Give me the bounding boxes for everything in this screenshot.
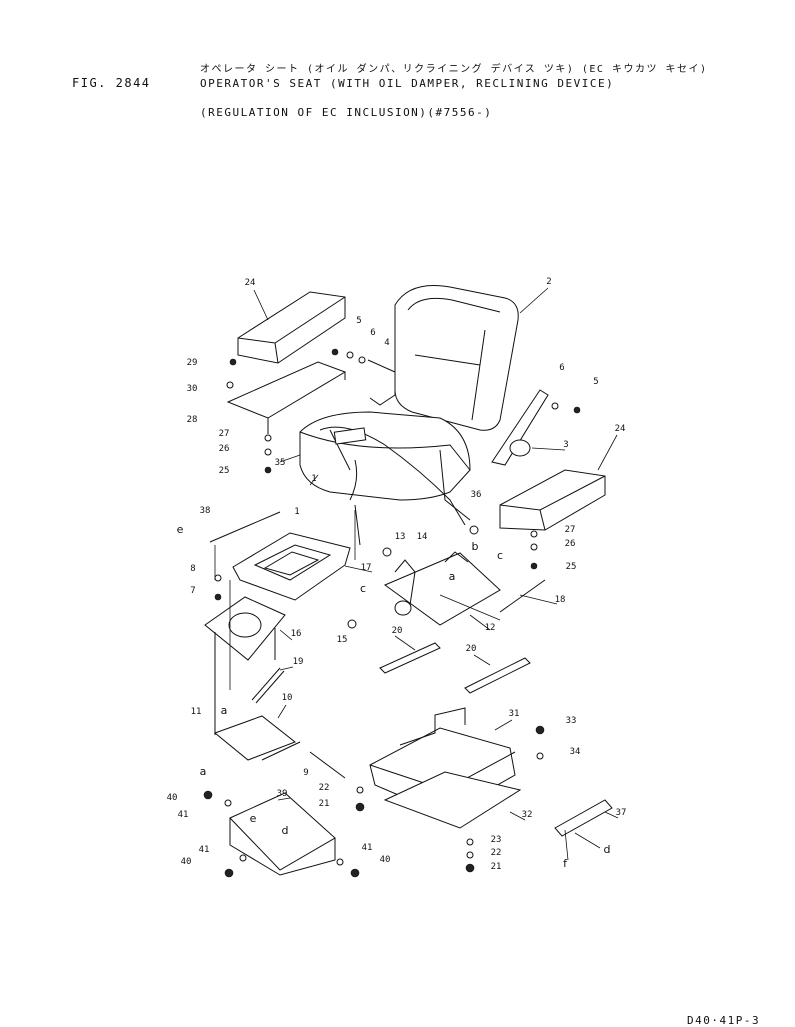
part-callout: 35 xyxy=(275,458,286,468)
reference-letter: c xyxy=(360,582,366,595)
part-callout: 11 xyxy=(191,707,202,717)
part-callout: 7 xyxy=(190,586,195,596)
part-callout: 22 xyxy=(319,783,330,793)
part-callout: 33 xyxy=(566,716,577,726)
part-callout: 15 xyxy=(337,635,348,645)
part-callout: 40 xyxy=(167,793,178,803)
part-callout: 16 xyxy=(291,629,302,639)
part-callout: 34 xyxy=(570,747,581,757)
slide-base xyxy=(383,551,501,626)
part-callout: 14 xyxy=(417,532,428,542)
part-callout: 6 xyxy=(370,328,375,338)
part-callout: 29 xyxy=(187,358,198,368)
armrest-bracket-left xyxy=(226,361,347,434)
title-japanese: オペレータ シート (オイル ダンパ、リクライニング デバイス ツキ) (EC … xyxy=(200,64,708,75)
side-cover xyxy=(229,792,336,876)
part-callout: 26 xyxy=(219,444,230,454)
seat-rail-left xyxy=(379,642,441,674)
part-callout: 17 xyxy=(361,563,372,573)
armrest-right xyxy=(499,469,606,531)
seat-backrest xyxy=(367,284,519,431)
part-callout: 37 xyxy=(616,808,627,818)
part-callout: 27 xyxy=(565,525,576,535)
title-english: OPERATOR'S SEAT (WITH OIL DAMPER, RECLIN… xyxy=(200,77,615,90)
part-callout: 8 xyxy=(190,564,195,574)
linkage-parts xyxy=(214,715,346,779)
part-callout: 5 xyxy=(356,316,361,326)
base-plate xyxy=(383,771,522,829)
part-callout: 18 xyxy=(555,595,566,605)
part-callout: 31 xyxy=(509,709,520,719)
part-callout: 41 xyxy=(178,810,189,820)
reference-letter: b xyxy=(472,540,479,553)
reference-letter: a xyxy=(221,704,228,717)
part-callout: 9 xyxy=(303,768,308,778)
armrest-left xyxy=(237,291,346,364)
suspension-frame xyxy=(204,596,286,735)
part-callout: 24 xyxy=(245,278,256,288)
part-callout: 26 xyxy=(565,539,576,549)
page-code: D40·41P-3 xyxy=(687,1014,761,1027)
part-callout: 6 xyxy=(559,363,564,373)
reference-letter: d xyxy=(604,843,611,856)
part-callout: 40 xyxy=(380,855,391,865)
leader-lines xyxy=(214,287,619,861)
part-callout: 28 xyxy=(187,415,198,425)
part-callout: 40 xyxy=(181,857,192,867)
hardware-bolts xyxy=(203,348,581,878)
part-callout: 22 xyxy=(491,848,502,858)
part-callout: 4 xyxy=(384,338,389,348)
part-callout: 1 xyxy=(311,474,316,484)
seat-mount-plate xyxy=(232,532,351,601)
part-callout: 13 xyxy=(395,532,406,542)
part-callout: 20 xyxy=(392,626,403,636)
part-callout: 23 xyxy=(491,835,502,845)
part-callout: 25 xyxy=(566,562,577,572)
part-callout: 19 xyxy=(293,657,304,667)
subtitle: (REGULATION OF EC INCLUSION)(#7556-) xyxy=(200,106,493,119)
part-callout: 20 xyxy=(466,644,477,654)
seat-rail-right xyxy=(464,657,531,694)
part-callout: 41 xyxy=(199,845,210,855)
part-callout: 41 xyxy=(362,843,373,853)
bracket-plate xyxy=(554,799,613,837)
part-callout: 10 xyxy=(282,693,293,703)
part-callout: 25 xyxy=(219,466,230,476)
reference-letter: d xyxy=(282,824,289,837)
part-callout: 27 xyxy=(219,429,230,439)
part-callout: 12 xyxy=(485,623,496,633)
part-callout: 5 xyxy=(593,377,598,387)
part-callout: 32 xyxy=(522,810,533,820)
slide-rail-rod xyxy=(209,511,281,543)
part-callout: 21 xyxy=(491,862,502,872)
reference-letter: e xyxy=(250,812,257,825)
reclining-lever xyxy=(491,389,549,466)
part-callout: 39 xyxy=(277,789,288,799)
figure-number: FIG. 2844 xyxy=(72,76,151,90)
reference-letter: f xyxy=(563,857,568,870)
part-callout: 21 xyxy=(319,799,330,809)
reference-letters: e b c a c a a e d d f xyxy=(177,523,611,870)
seat-belt xyxy=(319,426,466,546)
reference-letter: a xyxy=(449,570,456,583)
part-callout: 30 xyxy=(187,384,198,394)
oil-damper xyxy=(251,667,285,704)
part-callout: 3 xyxy=(563,440,568,450)
reference-letter: a xyxy=(200,765,207,778)
part-callout: 24 xyxy=(615,424,626,434)
reference-letter: e xyxy=(177,523,184,536)
part-callout: 38 xyxy=(200,506,211,516)
part-callout: 1 xyxy=(294,507,299,517)
reference-letter: c xyxy=(497,549,503,562)
part-callout: 2 xyxy=(546,277,551,287)
part-callout: 36 xyxy=(471,490,482,500)
